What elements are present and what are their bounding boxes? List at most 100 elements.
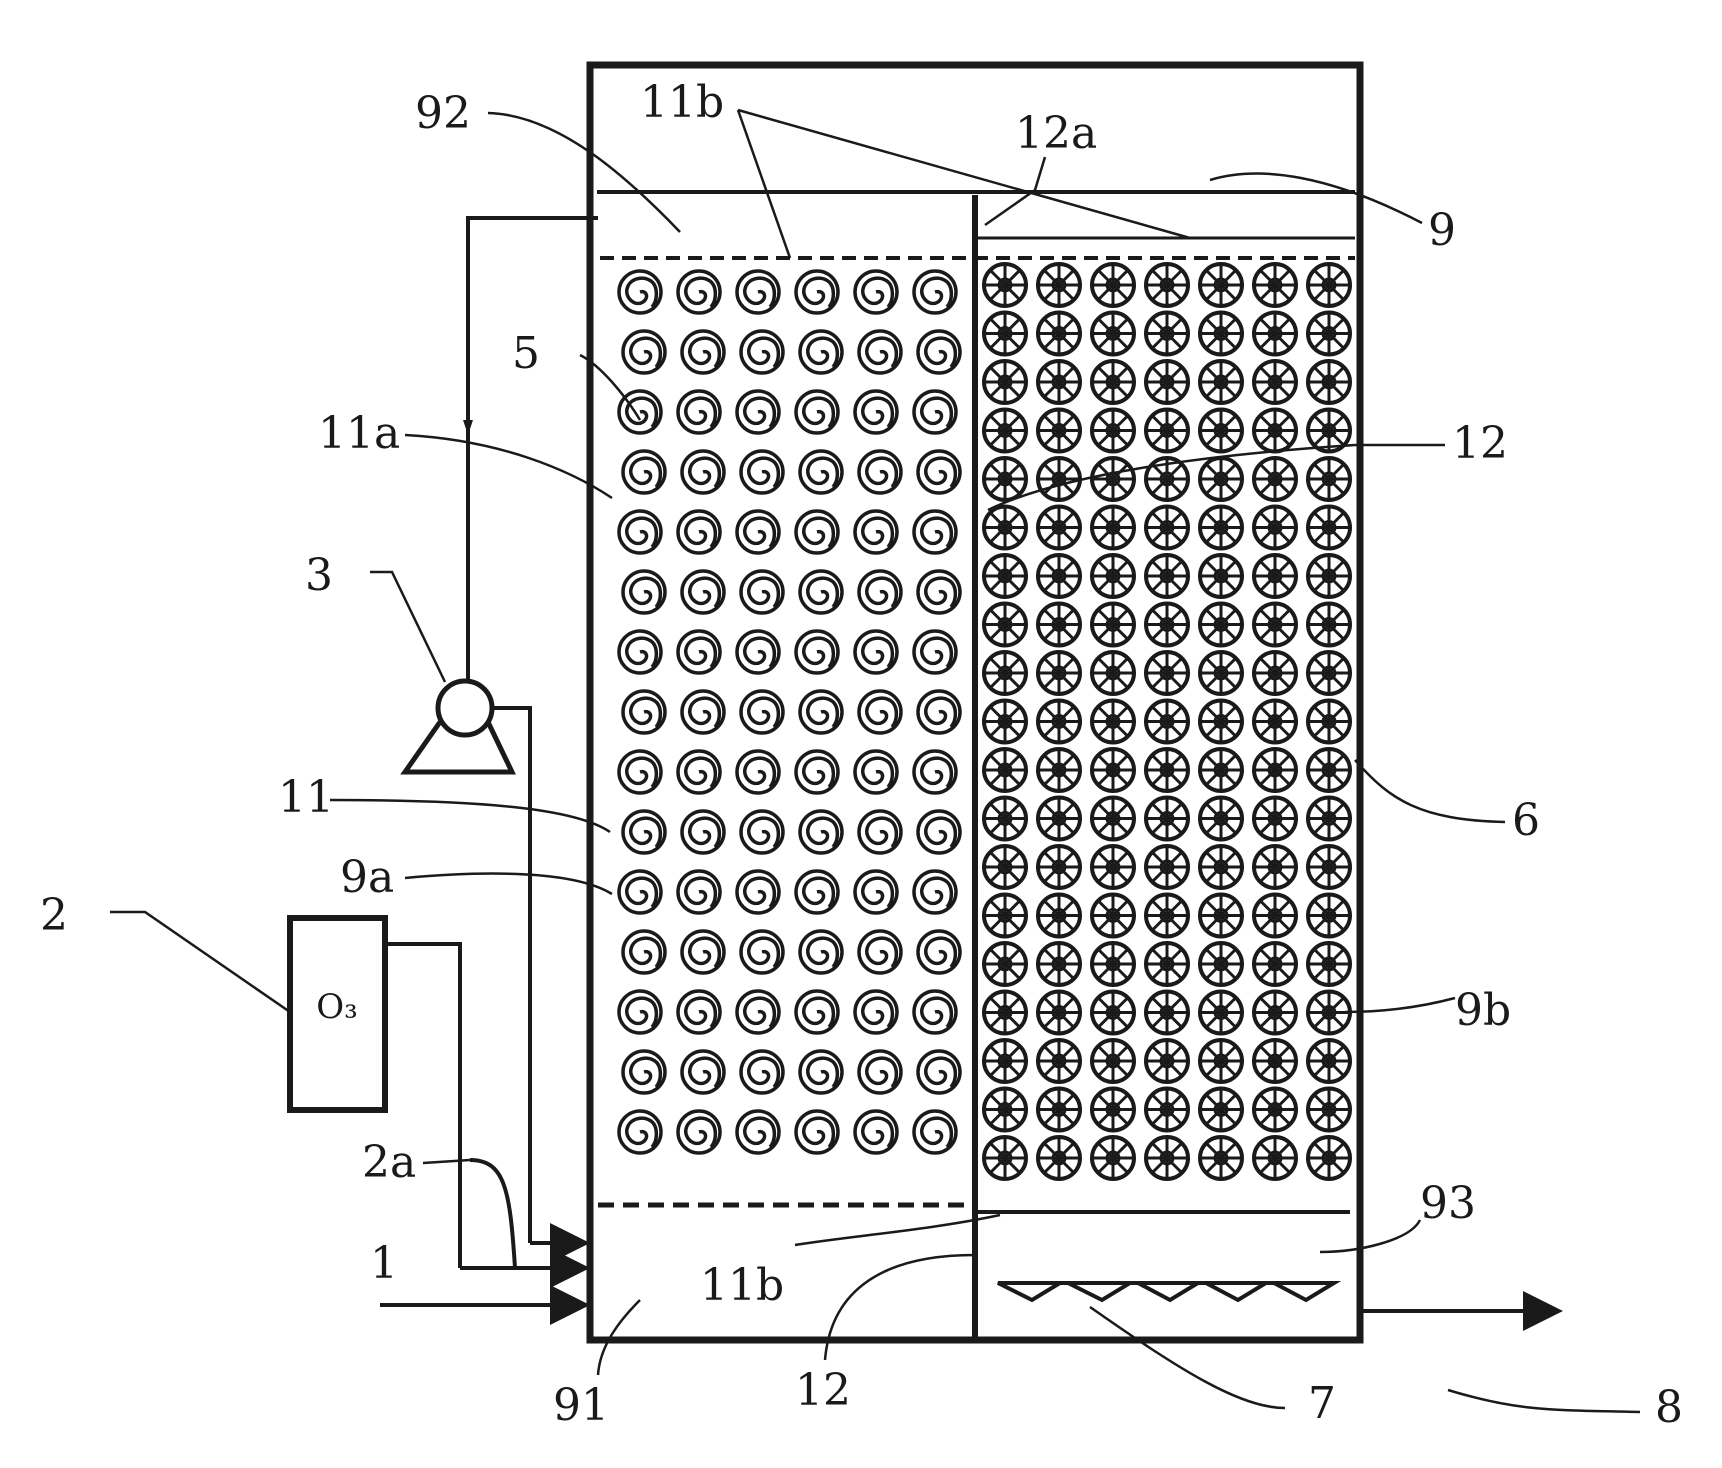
- wheel-element: [1144, 698, 1190, 745]
- spiral-element: [857, 329, 903, 375]
- spiral-element: [794, 1109, 840, 1155]
- piping: [380, 216, 1563, 1331]
- spiral-element: [794, 389, 840, 435]
- wheel-element: [1306, 650, 1352, 696]
- wheel-element: [1252, 989, 1298, 1036]
- label-11b-top: 11b: [640, 77, 724, 128]
- spiral-element: [680, 809, 726, 855]
- wheel-element: [1198, 504, 1244, 551]
- spiral-element: [798, 449, 844, 495]
- wheel-element: [1036, 1038, 1082, 1084]
- spiral-element: [739, 449, 785, 495]
- spiral-element: [739, 329, 785, 375]
- spiral-element: [912, 509, 958, 555]
- label-9: 9: [1428, 205, 1456, 256]
- wheel-element: [1090, 650, 1136, 696]
- wheel-element: [1036, 941, 1082, 987]
- label-11b-bottom: 11b: [700, 1260, 784, 1311]
- wheel-element: [1252, 1038, 1298, 1084]
- wheel-element: [1090, 698, 1136, 745]
- spiral-element: [621, 569, 667, 615]
- spiral-element: [680, 689, 726, 735]
- spiral-element: [916, 449, 962, 495]
- spiral-element: [798, 809, 844, 855]
- wheel-element: [1252, 456, 1298, 502]
- spiral-element: [794, 629, 840, 675]
- wheel-element: [1090, 310, 1136, 357]
- label-6: 6: [1512, 795, 1540, 846]
- spiral-element: [621, 329, 667, 375]
- wheel-element: [1090, 1135, 1136, 1181]
- wheel-element: [1090, 553, 1136, 599]
- wheel-element: [1198, 1038, 1244, 1084]
- label-12-bottom: 12: [795, 1365, 851, 1416]
- label-11: 11: [278, 772, 334, 823]
- wheel-element: [1198, 1086, 1244, 1133]
- leader-lines: [110, 108, 1641, 1414]
- spiral-element: [912, 989, 958, 1035]
- wheel-element: [1306, 1135, 1352, 1181]
- spiral-element: [739, 809, 785, 855]
- spiral-element: [853, 749, 899, 795]
- spiral-element: [735, 749, 781, 795]
- wheel-element: [1198, 795, 1244, 842]
- wheel-element: [1090, 407, 1136, 454]
- spiral-element: [680, 329, 726, 375]
- wheel-element: [1198, 892, 1244, 939]
- spiral-element: [912, 269, 958, 315]
- wheel-element: [1198, 1135, 1244, 1181]
- wheel-element: [1036, 1135, 1082, 1181]
- spiral-element: [735, 989, 781, 1035]
- spiral-element: [853, 869, 899, 915]
- wheel-element: [1144, 359, 1190, 405]
- wheel-element: [982, 359, 1028, 405]
- wheel-element: [1036, 989, 1082, 1036]
- spiral-element: [735, 1109, 781, 1155]
- wheel-element: [1252, 698, 1298, 745]
- wheel-element: [1144, 310, 1190, 357]
- wheel-element: [1036, 262, 1082, 308]
- wheel-element: [1144, 601, 1190, 648]
- label-3: 3: [305, 550, 333, 601]
- spiral-element: [617, 989, 663, 1035]
- wheel-element: [1198, 310, 1244, 357]
- wheel-element: [982, 989, 1028, 1036]
- wheel-element: [1252, 407, 1298, 454]
- wheel-element: [1252, 1135, 1298, 1181]
- spiral-element: [735, 509, 781, 555]
- wheel-element: [982, 262, 1028, 308]
- wheel-element: [1198, 844, 1244, 890]
- wheel-element: [1252, 795, 1298, 842]
- wheel-element: [1144, 553, 1190, 599]
- wheel-element: [1198, 747, 1244, 793]
- spiral-element: [857, 689, 903, 735]
- wheel-element: [1198, 553, 1244, 599]
- ozone-generator-box: [287, 915, 388, 1113]
- wheel-element: [982, 504, 1028, 551]
- spiral-element: [912, 749, 958, 795]
- ozone-box-text: O₃: [316, 987, 358, 1027]
- label-11a: 11a: [318, 408, 400, 459]
- spiral-element: [912, 629, 958, 675]
- wheel-element: [1252, 892, 1298, 939]
- wheel-element: [1252, 359, 1298, 405]
- wheel-element: [1090, 989, 1136, 1036]
- wheel-element: [1036, 1086, 1082, 1133]
- wheel-element: [1090, 941, 1136, 987]
- spiral-element: [916, 689, 962, 735]
- wheel-element: [1306, 601, 1352, 648]
- spiral-element: [676, 629, 722, 675]
- spiral-element: [798, 569, 844, 615]
- wheel-element: [1252, 650, 1298, 696]
- wheel-element: [982, 747, 1028, 793]
- wheel-packing-6: [982, 262, 1352, 1181]
- wheel-element: [982, 553, 1028, 599]
- spiral-element: [739, 689, 785, 735]
- spiral-element: [794, 269, 840, 315]
- spiral-packing-5: [617, 269, 962, 1155]
- wheel-element: [1198, 941, 1244, 987]
- wheel-element: [982, 1038, 1028, 1084]
- spiral-element: [794, 869, 840, 915]
- spiral-element: [735, 389, 781, 435]
